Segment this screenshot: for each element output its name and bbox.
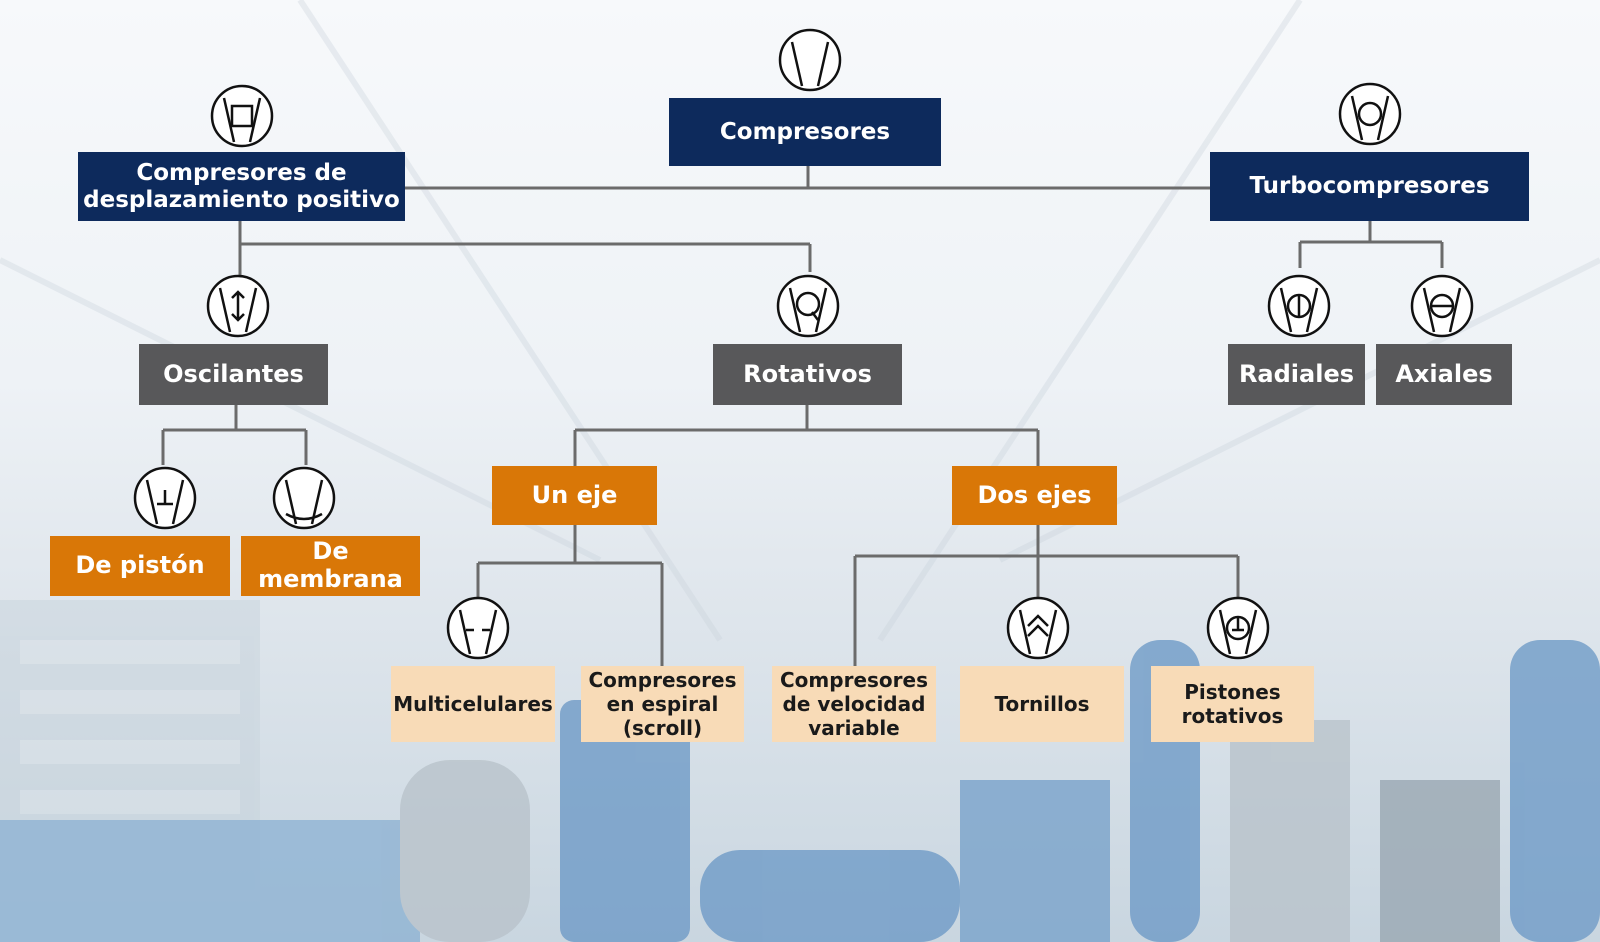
square-compressor-icon bbox=[210, 84, 274, 148]
node-label: Dos ejes bbox=[977, 480, 1092, 509]
node-label: De pistón bbox=[75, 551, 205, 580]
node-de-membrana: De membrana bbox=[241, 536, 420, 596]
node-label: Compresores de velocidad variable bbox=[780, 668, 928, 740]
membrane-icon bbox=[272, 466, 336, 530]
rotary-q-compressor-icon bbox=[776, 274, 840, 338]
node-pistones-rotativos: Pistones rotativos bbox=[1151, 666, 1314, 742]
node-label: Compresores en espiral (scroll) bbox=[588, 668, 737, 740]
node-dos-ejes: Dos ejes bbox=[952, 466, 1117, 525]
node-de-piston: De pistón bbox=[50, 536, 230, 596]
rotary-piston-icon bbox=[1206, 596, 1270, 660]
circle-horizontal-bar-icon bbox=[1410, 274, 1474, 338]
node-turbocompresores: Turbocompresores bbox=[1210, 152, 1529, 221]
node-velocidad-variable: Compresores de velocidad variable bbox=[772, 666, 936, 742]
circle-vertical-bar-icon bbox=[1267, 274, 1331, 338]
node-oscilantes: Oscilantes bbox=[139, 344, 328, 405]
node-un-eje: Un eje bbox=[492, 466, 657, 525]
double-chevron-icon bbox=[1006, 596, 1070, 660]
node-label: Multicelulares bbox=[393, 692, 553, 716]
node-label: Radiales bbox=[1238, 359, 1355, 388]
node-label: Compresores bbox=[719, 118, 891, 145]
node-label: Rotativos bbox=[743, 359, 872, 388]
node-label: Axiales bbox=[1395, 359, 1493, 388]
node-multicelulares: Multicelulares bbox=[391, 666, 555, 742]
node-label: Turbocompresores bbox=[1249, 173, 1490, 200]
vane-icon bbox=[446, 596, 510, 660]
node-compresores: Compresores bbox=[669, 98, 941, 166]
node-label: Pistones rotativos bbox=[1181, 680, 1284, 728]
node-compresores-espiral: Compresores en espiral (scroll) bbox=[581, 666, 744, 742]
node-axiales: Axiales bbox=[1376, 344, 1512, 405]
node-label: Compresores de desplazamiento positivo bbox=[83, 160, 400, 213]
compressor-symbol-icon bbox=[778, 28, 842, 92]
node-radiales: Radiales bbox=[1228, 344, 1365, 405]
node-label: Tornillos bbox=[994, 692, 1090, 716]
double-arrow-compressor-icon bbox=[206, 274, 270, 338]
node-label: Oscilantes bbox=[163, 359, 304, 388]
node-desplazamiento-positivo: Compresores de desplazamiento positivo bbox=[78, 152, 405, 221]
node-label: Un eje bbox=[531, 480, 618, 509]
node-tornillos: Tornillos bbox=[960, 666, 1124, 742]
node-label: De membrana bbox=[258, 537, 403, 593]
node-rotativos: Rotativos bbox=[713, 344, 902, 405]
circle-compressor-icon bbox=[1338, 82, 1402, 146]
piston-icon bbox=[133, 466, 197, 530]
